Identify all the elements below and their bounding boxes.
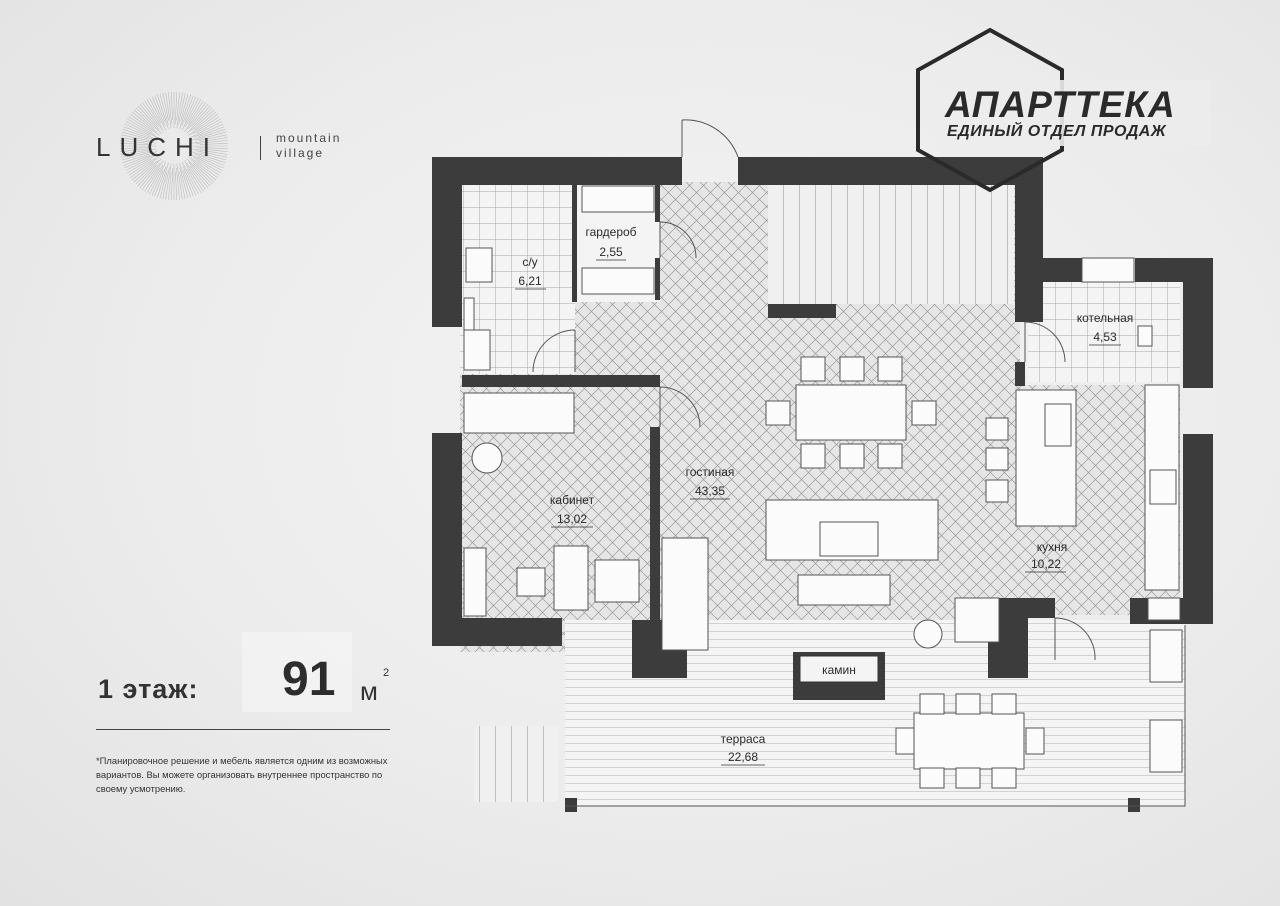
room-area-kitchen: 10,22 <box>1031 557 1061 571</box>
logo-subtitle-line2: village <box>276 146 325 160</box>
doors <box>532 119 1096 661</box>
disclaimer-note: *Планировочное решение и мебель является… <box>96 755 388 794</box>
room-area-wardrobe: 2,55 <box>599 245 623 259</box>
furniture <box>463 185 1183 789</box>
area-highlight <box>242 632 352 712</box>
logo-wordmark: LUCHI <box>96 132 220 162</box>
terrace-post <box>1128 798 1140 812</box>
room-label-kitchen: кухня <box>1037 540 1068 554</box>
logo-subtitle-line1: mountain <box>276 131 342 145</box>
room-label-wc: с/у <box>522 255 537 269</box>
room-label-study: кабинет <box>550 493 595 507</box>
room-label-living: гостиная <box>686 465 735 479</box>
logo-divider <box>260 136 261 160</box>
divider-line <box>96 729 390 730</box>
room-area-wc: 6,21 <box>518 274 542 288</box>
floor-area-unit-power: 2 <box>383 667 390 679</box>
floor-area-value: 91 <box>282 653 336 706</box>
room-label-fireplace: камин <box>822 663 856 677</box>
watermark-subtitle: ЕДИНЫЙ ОТДЕЛ ПРОДАЖ <box>947 123 1167 140</box>
room-label-boiler: котельная <box>1077 311 1133 325</box>
room-area-boiler: 4,53 <box>1093 330 1117 344</box>
terrace-outline <box>565 625 1186 807</box>
logo-sunburst-icon <box>120 92 228 200</box>
room-area-study: 13,02 <box>557 512 587 526</box>
room-labels: с/у 6,21 гардероб 2,55 котельная 4,53 го… <box>515 225 1133 766</box>
terrace-post <box>565 798 577 812</box>
floor-label: 1 этаж: <box>98 674 199 704</box>
fireplace <box>799 655 879 683</box>
room-area-terrace: 22,68 <box>728 750 758 764</box>
room-area-living: 43,35 <box>695 484 725 498</box>
watermark-hexagon <box>916 27 1064 193</box>
room-label-wardrobe: гардероб <box>585 225 636 239</box>
room-label-terrace: терраса <box>721 732 766 746</box>
floor-area-unit: м <box>360 676 378 706</box>
watermark-title: АПАРТТЕКА <box>945 84 1176 125</box>
watermark-backdrop <box>936 80 1210 146</box>
